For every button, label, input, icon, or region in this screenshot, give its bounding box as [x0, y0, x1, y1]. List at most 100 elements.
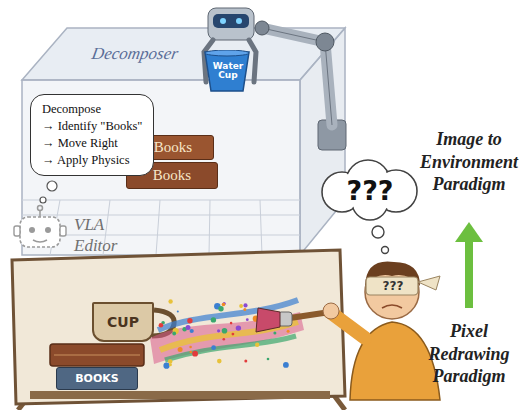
painted-mug: CUP	[92, 302, 154, 342]
thought-dot	[372, 226, 384, 238]
paint-dot	[187, 318, 192, 323]
editor-label: VLA Editor	[74, 214, 134, 257]
arm-joint	[255, 21, 269, 35]
paint-dot	[243, 303, 247, 307]
paint-dot	[267, 358, 270, 361]
robot-eye	[236, 18, 242, 24]
grid-line	[209, 200, 210, 255]
grid-line	[22, 200, 300, 201]
decomposer-box-text: Decomposer	[90, 44, 179, 64]
arm-joint	[316, 33, 334, 51]
robot-icon-eye	[45, 227, 51, 233]
mouth	[382, 305, 402, 308]
canvas	[12, 250, 345, 404]
grid-line	[22, 215, 300, 216]
box-front	[22, 80, 300, 255]
paint-dot	[169, 363, 172, 366]
paint-dot	[283, 362, 289, 368]
paint-dot	[177, 311, 179, 313]
cup-body	[205, 52, 249, 91]
book-pages	[54, 355, 140, 356]
paint-dot	[190, 351, 193, 354]
robot-icon-ear	[14, 226, 20, 236]
paint-dot	[218, 306, 223, 311]
speech-bubble-text: → Identify "Books"	[42, 118, 142, 135]
paint-dot	[236, 325, 241, 330]
paint-dot	[192, 351, 198, 357]
cloud-fill	[323, 161, 416, 219]
robot-icon-eye	[29, 227, 35, 233]
grid-line	[156, 200, 160, 255]
paint-dot	[246, 318, 249, 321]
hand	[323, 303, 339, 319]
gripper-finger	[249, 40, 256, 82]
paint-dot	[217, 359, 222, 364]
paint-splatter	[159, 299, 290, 369]
painted-book: BOOKS	[56, 367, 138, 390]
brush-smear	[165, 336, 296, 360]
speech-bubble: Decompose→ Identify "Books"→ Move Right→…	[30, 94, 154, 176]
blindfold	[366, 277, 418, 295]
arrow-shaft	[465, 240, 473, 308]
paint-dot	[255, 343, 259, 347]
robot-head	[208, 8, 254, 40]
water-cup-text: Water Cup	[208, 62, 248, 81]
grid-line	[260, 200, 262, 255]
painted-mug-text: CUP	[107, 314, 139, 330]
blindfolded-boy	[256, 262, 440, 401]
table-edge	[30, 391, 330, 399]
water-cup: Water Cup	[204, 50, 252, 92]
paint-dot	[159, 323, 164, 328]
robot-icon-head	[20, 217, 60, 247]
book-text: Books	[153, 167, 191, 184]
arrow-head	[455, 222, 483, 242]
paint-dot	[178, 347, 183, 352]
speech-bubble-text: → Apply Physics	[42, 152, 142, 169]
decomposer-box	[22, 28, 345, 255]
thought-bubble: ???	[318, 158, 422, 222]
paint-dot	[172, 332, 176, 336]
blindfold-knot	[418, 276, 440, 290]
floor-grid	[22, 200, 300, 255]
paint-dot	[222, 303, 226, 307]
paint-dot	[222, 328, 228, 334]
thought-tail	[372, 226, 389, 254]
bubble-dot	[40, 197, 46, 203]
paint-dot	[168, 359, 173, 364]
robot-visor	[213, 14, 249, 28]
paint-dot	[189, 346, 192, 349]
painting	[12, 250, 345, 410]
paint-dot	[239, 304, 243, 308]
paint-dot	[243, 308, 246, 311]
paint-dot	[186, 325, 191, 330]
antenna-tip	[38, 206, 43, 211]
paint-dot	[273, 331, 276, 334]
book-text: Books	[154, 139, 192, 156]
speech-bubble-text: → Move Right	[42, 135, 142, 152]
painted-book	[50, 344, 144, 366]
paint-dot	[287, 330, 290, 333]
thought-dot	[382, 247, 389, 254]
robot-icon-ear	[60, 226, 66, 236]
paint-dot	[190, 329, 194, 333]
cloud	[322, 160, 417, 220]
paint-dot	[211, 317, 216, 322]
paint-dot	[163, 363, 169, 369]
cup-rim	[205, 50, 249, 56]
robot-arm	[204, 8, 346, 150]
paint-dot	[217, 329, 220, 332]
paint-dot	[232, 333, 235, 336]
paradigm-label: Pixel Redrawing Paradigm	[414, 320, 524, 388]
robot-eye	[220, 18, 226, 24]
paint-dot	[230, 322, 233, 325]
editor-icon	[14, 181, 66, 247]
brush-smear	[150, 312, 304, 364]
robot-icon-mouth	[33, 240, 47, 242]
paradigm-arrow	[455, 222, 483, 308]
speech-bubble-text: Decompose	[42, 101, 142, 118]
paradigm-label: Image to Environment Paradigm	[414, 128, 524, 196]
thought-bubble-text: ???	[347, 175, 394, 206]
bubble-dot	[47, 181, 57, 191]
paint-dot	[168, 299, 172, 303]
